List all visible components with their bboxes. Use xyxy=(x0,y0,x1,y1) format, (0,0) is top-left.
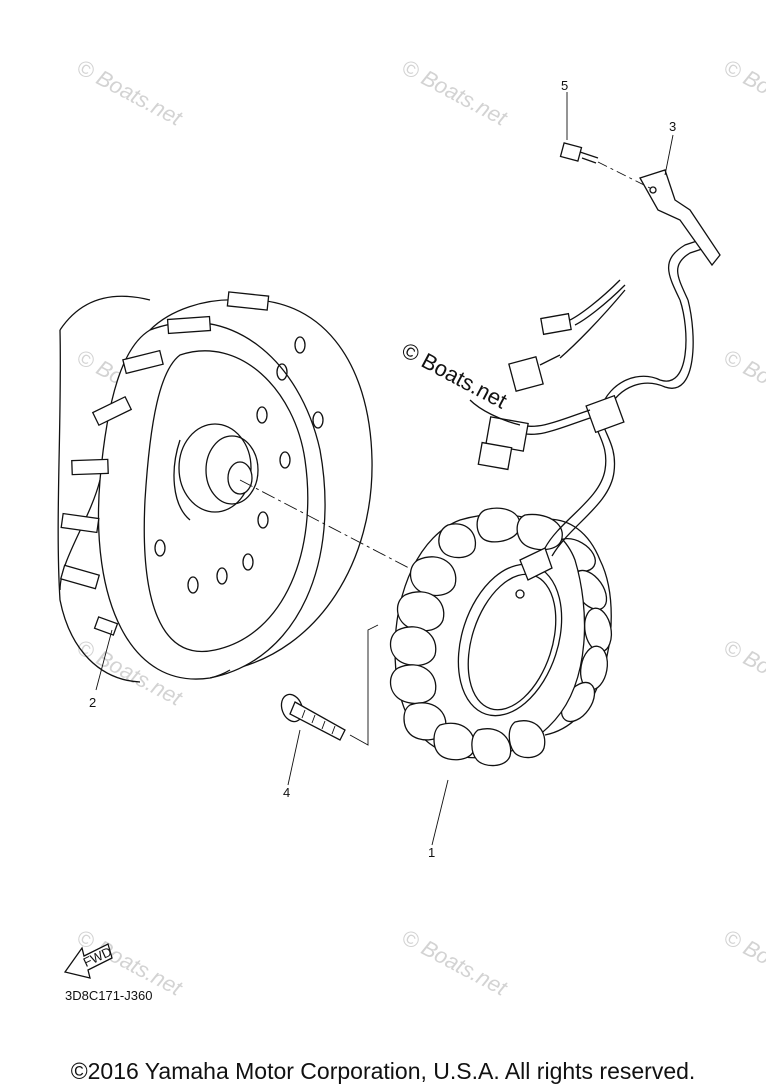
watermark-bottom-center: © Boats.net xyxy=(398,924,512,1001)
wire-harness-drawing xyxy=(469,239,706,557)
copyright-notice: ©2016 Yamaha Motor Corporation, U.S.A. A… xyxy=(70,1058,696,1084)
watermark-top-right: © Boats.net xyxy=(720,54,766,131)
clamp-and-bolt-drawing xyxy=(559,142,721,267)
part-label-3: 3 xyxy=(669,119,676,134)
watermark-mid-right: © Boats.net xyxy=(720,344,766,421)
watermark-center-dark: © Boats.net xyxy=(398,337,512,413)
part-label-4: 5 xyxy=(561,78,568,93)
watermark-lower-right: © Boats.net xyxy=(720,634,766,711)
part-label-1: 1 xyxy=(428,845,435,860)
watermark-top-left: © Boats.net xyxy=(73,54,187,131)
stator-bolt-drawing xyxy=(280,624,379,746)
part-label-2: 2 xyxy=(89,695,96,710)
diagram-code: 3D8C171-J360 xyxy=(65,988,152,1003)
part-label-5: 4 xyxy=(283,785,290,800)
rotor-flywheel-drawing xyxy=(57,291,373,683)
leader-lines xyxy=(95,92,674,846)
watermark-bottom-right: © Boats.net xyxy=(720,924,766,1001)
part-labels: 5 3 2 4 1 xyxy=(89,78,676,860)
watermark-top-center: © Boats.net xyxy=(398,54,512,131)
stator-assembly-drawing xyxy=(389,507,613,767)
